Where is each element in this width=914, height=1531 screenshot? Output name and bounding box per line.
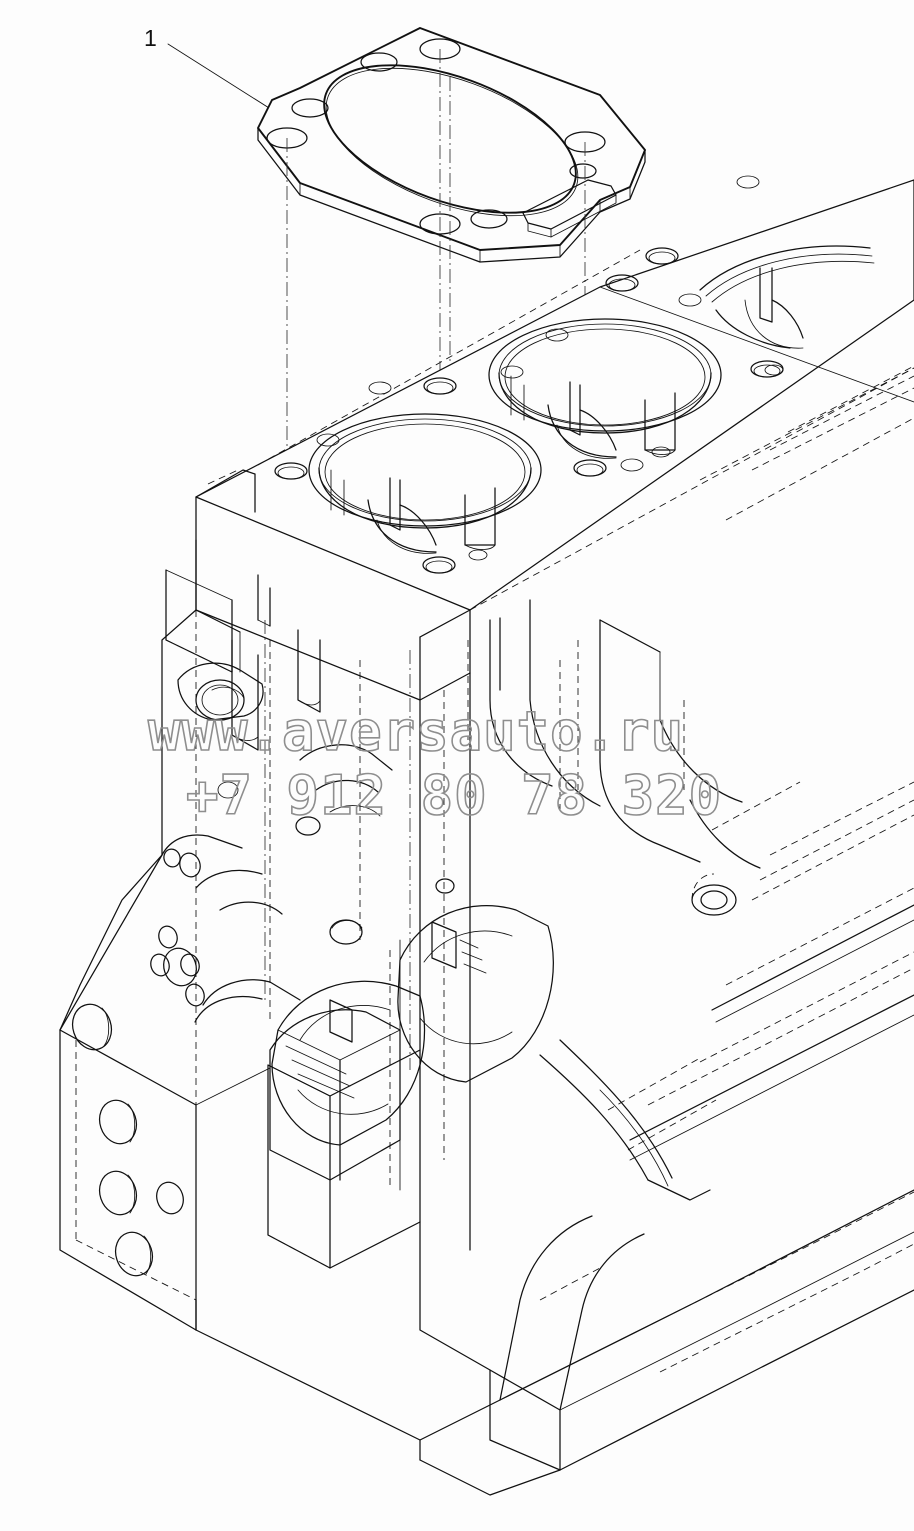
cylinder-block-body: [59, 365, 914, 1496]
cylinder-bore-3: [699, 245, 875, 349]
callout-number-1: 1: [144, 25, 157, 51]
cylinder-block-deck: [195, 175, 914, 701]
cylinder-bore-1: [308, 413, 542, 554]
right-edge-hidden-lines: [469, 367, 914, 611]
callout-1-leader: [167, 43, 278, 114]
cylinder-bore-2: [488, 318, 722, 459]
